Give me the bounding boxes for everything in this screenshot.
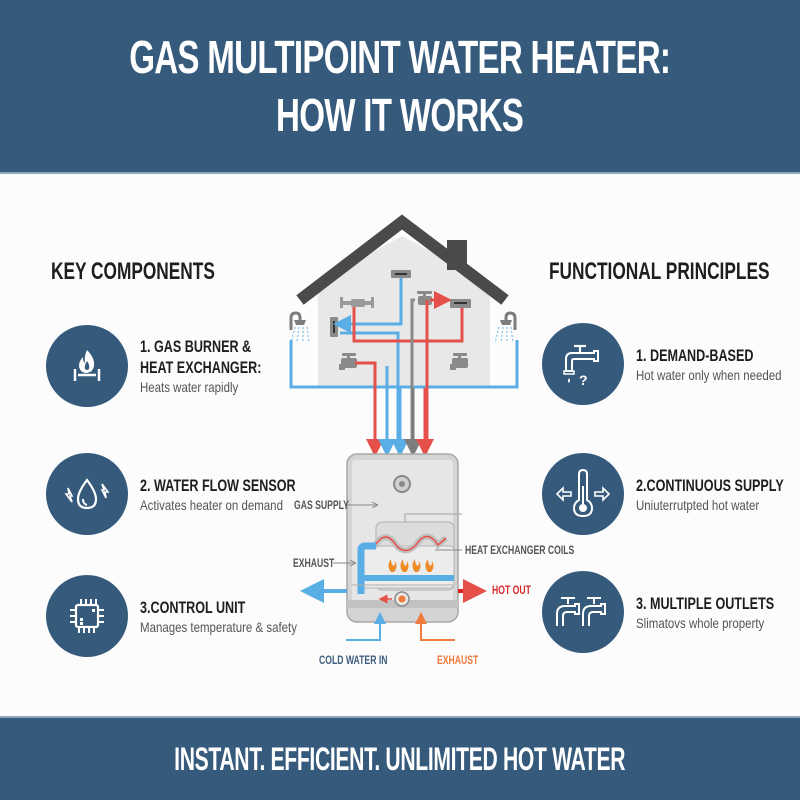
component-1-title-line2: HEAT EXCHANGER:: [140, 358, 262, 377]
cold-water-in-label: COLD WATER IN: [319, 653, 388, 667]
component-2-desc: Activates heater on demand: [140, 496, 283, 513]
page-title-line-1: GAS MULTIPOINT WATER HEATER:: [129, 31, 671, 83]
svg-text:?: ?: [579, 372, 588, 388]
thermometer-arrows-icon: [542, 453, 624, 535]
water-heater-unit: [346, 453, 462, 623]
principle-continuous-supply: 2.CONTINUOUS SUPPLY Uniuterrutpted hot w…: [542, 453, 800, 535]
principle-1-title: 1. DEMAND-BASED: [636, 345, 754, 365]
header-banner: GAS MULTIPOINT WATER HEATER: HOW IT WORK…: [0, 0, 800, 174]
principle-2-title: 2.CONTINUOUS SUPPLY: [636, 475, 784, 495]
hot-out-label: HOT OUT: [492, 583, 531, 597]
principle-1-desc: Hot water only when needed: [636, 366, 782, 383]
key-components-heading: KEY COMPONENTS: [51, 258, 215, 285]
component-3-desc: Manages temperature & safety: [140, 618, 297, 635]
two-taps-icon: [542, 571, 624, 653]
functional-principles-heading: FUNCTIONAL PRINCIPLES: [549, 258, 770, 285]
principle-3-title: 3. MULTIPLE OUTLETS: [636, 593, 775, 613]
principle-3-desc: Slimatovs whole property: [636, 614, 765, 631]
exhaust-side-label: EXHAUST: [293, 556, 335, 570]
component-water-flow-sensor: 2. WATER FLOW SENSOR Activates heater on…: [46, 453, 350, 535]
component-control-unit: 3.CONTROL UNIT Manages temperature & saf…: [46, 575, 331, 657]
component-1-title-line1: 1. GAS BURNER &: [140, 337, 252, 356]
flame-burner-icon: [46, 325, 128, 407]
principle-2-desc: Uniuterrutpted hot water: [636, 496, 760, 513]
component-gas-burner: 1. GAS BURNER & HEAT EXCHANGER: Heats wa…: [46, 325, 304, 407]
footer-banner: INSTANT. EFFICIENT. UNLIMITED HOT WATER: [0, 716, 800, 800]
component-3-title: 3.CONTROL UNIT: [140, 597, 246, 617]
tap-question-icon: ?: [542, 323, 624, 405]
principle-demand-based: ? 1. DEMAND-BASED Hot water only when ne…: [542, 323, 800, 405]
water-drop-flow-icon: [46, 453, 128, 535]
principle-multiple-outlets: 3. MULTIPLE OUTLETS Slimatovs whole prop…: [542, 571, 800, 653]
heat-exchanger-coils-label: HEAT EXCHANGER COILS: [465, 543, 575, 557]
footer-tagline: INSTANT. EFFICIENT. UNLIMITED HOT WATER: [174, 740, 626, 777]
exhaust-bottom-label: EXHAUST: [437, 653, 479, 667]
chip-icon: [46, 575, 128, 657]
gas-supply-label: GAS SUPPLY: [294, 498, 349, 512]
page-title-line-2: HOW IT WORKS: [276, 89, 524, 141]
burner-flames-icon: [388, 559, 434, 572]
house-icon: [296, 214, 509, 388]
shower-right-icon: [494, 311, 517, 344]
component-1-desc: Heats water rapidly: [140, 379, 239, 395]
component-2-title: 2. WATER FLOW SENSOR: [140, 475, 296, 495]
